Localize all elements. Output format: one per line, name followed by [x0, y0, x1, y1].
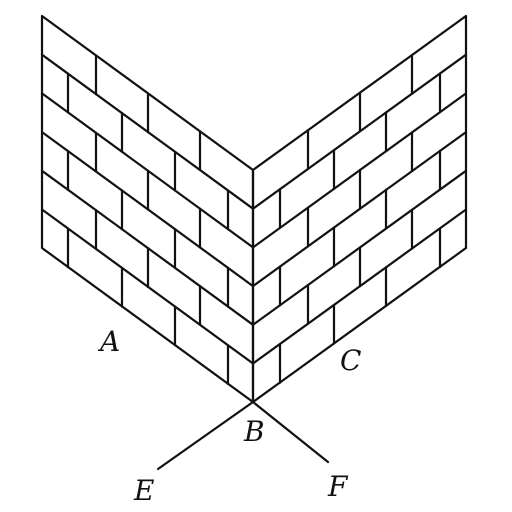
point-label-e: E	[133, 474, 154, 507]
point-label-b: B	[243, 415, 265, 448]
point-label-f: F	[327, 470, 349, 503]
ray-be	[156, 400, 255, 471]
brick-walls	[40, 14, 468, 404]
ray-bf	[251, 400, 330, 464]
point-label-a: A	[97, 325, 120, 358]
rays	[156, 400, 330, 471]
point-label-c: C	[340, 344, 361, 377]
